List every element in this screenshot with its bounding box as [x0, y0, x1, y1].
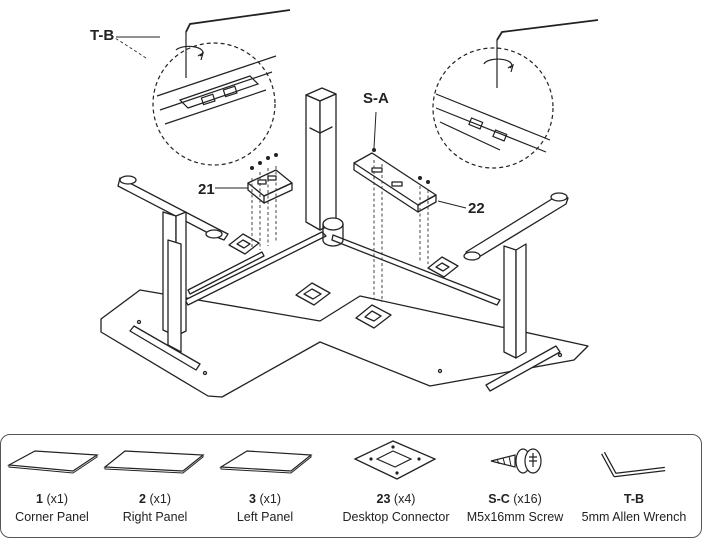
bracket-22 [353, 152, 437, 213]
center-column [305, 87, 344, 247]
part-quantity: (x1) [259, 492, 281, 506]
callout-bracket-22: 22 [468, 200, 485, 217]
part-number: S-C [488, 492, 510, 506]
desktop-connector-icon [353, 440, 437, 480]
part-name: Desktop Connector [342, 510, 450, 524]
part-left-panel: 3 (x1) Left Panel [207, 435, 323, 537]
callout-screw: S-A [363, 90, 389, 107]
screw-icon [490, 448, 542, 474]
part-right-panel: 2 (x1) Right Panel [103, 435, 207, 537]
parts-list: 1 (x1) Corner Panel 2 (x1) Right Panel 3… [0, 434, 702, 538]
part-name: Corner Panel [15, 510, 89, 524]
detail-circle-left [152, 9, 291, 166]
part-number: 3 [249, 492, 256, 506]
desktop-connector [427, 256, 459, 278]
part-allen-wrench: T-B 5mm Allen Wrench [569, 435, 699, 537]
left-leg [117, 175, 229, 371]
part-quantity: (x1) [149, 492, 171, 506]
desktop-outline [100, 289, 589, 398]
part-name: Right Panel [122, 510, 188, 524]
bracket-21 [247, 169, 293, 204]
right-panel-icon [103, 450, 205, 474]
part-number: 23 [376, 492, 391, 506]
corner-panel-icon [6, 450, 99, 474]
part-number: 1 [36, 492, 43, 506]
part-desktop-connector: 23 (x4) Desktop Connector [331, 435, 461, 537]
part-screw: S-C (x16) M5x16mm Screw [461, 435, 569, 537]
callout-bracket-21: 21 [198, 181, 215, 198]
part-number: 2 [139, 492, 146, 506]
right-leg [463, 192, 569, 392]
allen-wrench-icon [601, 451, 666, 478]
part-corner-panel: 1 (x1) Corner Panel [1, 435, 103, 537]
detail-circle-right [432, 19, 599, 169]
desktop-connector [228, 233, 260, 255]
part-quantity: (x1) [46, 492, 68, 506]
part-quantity: (x16) [513, 492, 542, 506]
part-name: M5x16mm Screw [466, 510, 564, 524]
part-name: 5mm Allen Wrench [581, 510, 687, 524]
desktop-connector [295, 282, 331, 306]
callout-allen-wrench: T-B [90, 27, 115, 44]
part-quantity: (x4) [393, 492, 416, 506]
left-panel-icon [219, 450, 313, 474]
part-name: Left Panel [236, 510, 294, 524]
part-number: T-B [623, 492, 645, 506]
desktop-connector [355, 304, 392, 329]
